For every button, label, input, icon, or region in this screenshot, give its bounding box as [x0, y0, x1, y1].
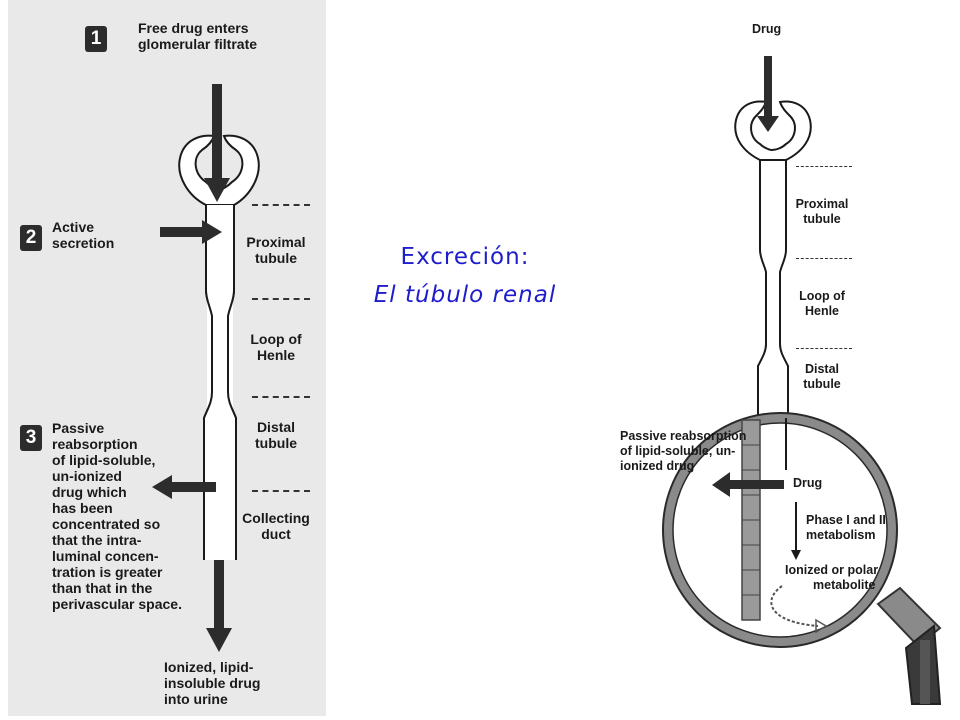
segment-label-collecting: Collecting duct [242, 510, 310, 542]
segment-label-distal: Distal tubule [803, 362, 841, 391]
segment-label-proximal: Proximal tubule [795, 197, 849, 226]
curved-arrow-icon [770, 585, 828, 634]
metabolite-label: Ionized or polar metabolite [785, 563, 879, 592]
left-panel-background [8, 0, 326, 716]
right-bowman-capsule [734, 100, 812, 161]
down-arrow-icon [791, 502, 801, 560]
left-arrow-icon [712, 472, 784, 497]
right-tubule [734, 100, 812, 418]
down-arrow-icon [206, 560, 232, 652]
drug-label: Drug [752, 22, 782, 36]
left-tubule [178, 134, 260, 560]
step-badge-3: 3 [20, 425, 42, 451]
urine-outflow-label: Ionized, lipid- insoluble drug into urin… [164, 659, 261, 707]
magnified-drug-label: Drug [793, 476, 823, 490]
segment-divider [252, 490, 310, 492]
segment-label-distal: Distal tubule [255, 419, 297, 451]
magnified-tubule-cells [741, 418, 787, 621]
slide-title: Excreción: El túbulo renal [373, 244, 557, 308]
step-2-label: Active secretion [52, 219, 115, 251]
segment-label-loop: Loop of Henle [799, 289, 845, 318]
segment-divider [796, 258, 852, 259]
reabsorption-label: Passive reabsorption of lipid-soluble, u… [620, 429, 747, 473]
step-badge-1: 1 [85, 26, 107, 52]
segment-divider [796, 348, 852, 349]
segment-divider [796, 166, 852, 167]
magnifying-glass-icon [662, 412, 942, 705]
down-arrow-icon [757, 56, 779, 132]
step-badge-2: 2 [20, 225, 42, 251]
segment-label-proximal: Proximal tubule [246, 234, 306, 266]
segment-divider [252, 298, 310, 300]
metabolism-label: Phase I and II metabolism [806, 513, 886, 542]
right-arrow-icon [160, 220, 222, 244]
down-arrow-icon [204, 84, 230, 202]
left-arrow-icon [152, 475, 216, 499]
step-3-label: Passive reabsorption of lipid-soluble, u… [52, 420, 182, 612]
segment-divider [252, 204, 310, 206]
segment-label-loop: Loop of Henle [250, 331, 302, 363]
step-1-label: Free drug enters glomerular filtrate [138, 20, 258, 52]
segment-divider [252, 396, 310, 398]
